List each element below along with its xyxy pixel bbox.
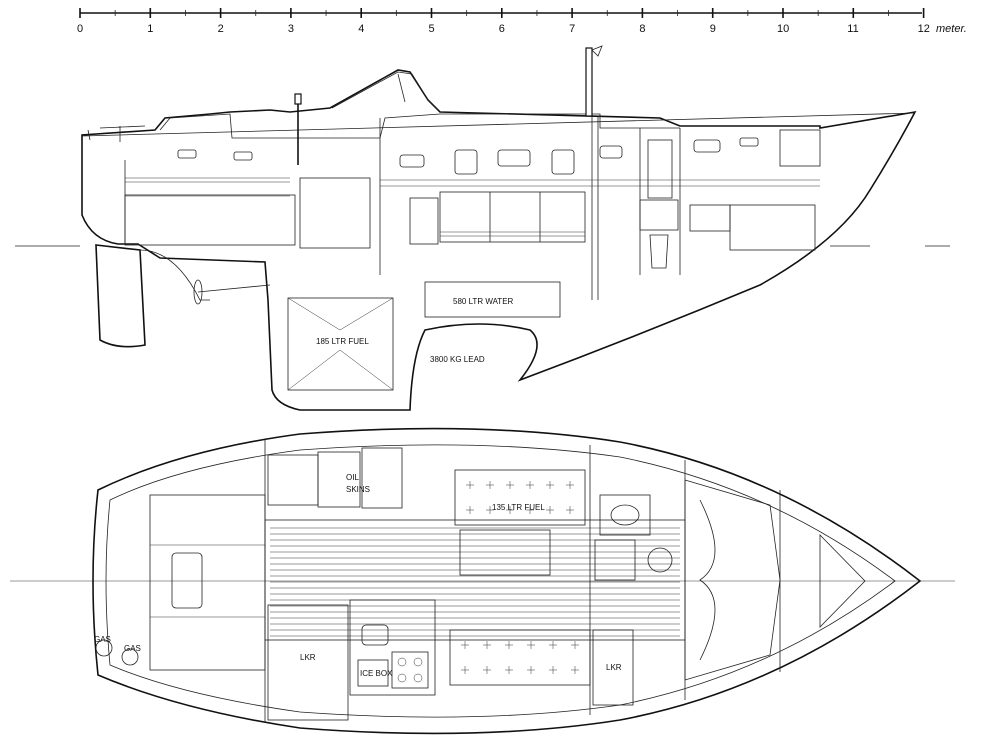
locker-aft-label: LKR — [300, 653, 316, 662]
head-basin — [599, 494, 651, 536]
masthead-flag — [591, 45, 603, 57]
fuel-tank-profile-label: 185 LTR FUEL — [316, 337, 369, 346]
prop-shaft — [197, 284, 271, 293]
fuel-tank-plan-label: 135 LTR FUEL — [492, 503, 545, 512]
scale-unit: meter. — [936, 23, 967, 35]
hull-plan — [92, 427, 922, 735]
gas-bottle-1 — [95, 639, 113, 657]
portlights — [177, 137, 759, 175]
gas-label-1: GAS — [94, 635, 111, 644]
cabin-top — [159, 113, 680, 139]
scale-label: 1 — [147, 23, 153, 35]
saloon-table — [459, 529, 551, 576]
cushion-mark — [505, 666, 513, 674]
cushion-mark — [486, 481, 494, 489]
sheer-line — [81, 112, 916, 137]
cushion-mark — [527, 666, 535, 674]
scale-ticks — [79, 8, 925, 18]
cushion-mark — [466, 506, 474, 514]
settee-port — [449, 629, 591, 686]
plan-view: GAS GAS OIL SKINS LKR ICE BOX 135 LTR FU… — [10, 427, 955, 735]
cushion-mark — [571, 666, 579, 674]
fuel-tank-cross — [287, 297, 394, 391]
gas-bottle-2 — [121, 648, 139, 666]
scale-label: 6 — [499, 23, 505, 35]
cushion-mark — [527, 641, 535, 649]
scale-label: 10 — [777, 23, 789, 35]
mast-stub — [585, 47, 593, 117]
cushion-mark — [486, 506, 494, 514]
shower-grate — [594, 539, 636, 581]
cushion-mark — [526, 506, 534, 514]
stove — [391, 651, 429, 689]
scale-label: 12 — [918, 23, 930, 35]
settee-cushion-marks — [461, 481, 579, 674]
hull-profile — [81, 69, 917, 411]
dodger-strut — [397, 73, 406, 103]
deck-inner-line — [105, 444, 896, 718]
fuel-tank-profile — [287, 297, 394, 391]
gas-label-2: GAS — [124, 644, 141, 653]
water-tank-label: 580 LTR WATER — [453, 297, 514, 306]
scale-label: 11 — [847, 23, 858, 35]
skeg — [139, 249, 210, 301]
cushion-mark — [549, 641, 557, 649]
scale-label: 3 — [288, 23, 294, 35]
scale-label: 9 — [710, 23, 716, 35]
locker-fwd-label: LKR — [606, 663, 622, 672]
cushion-mark — [526, 481, 534, 489]
cushion-mark — [506, 506, 514, 514]
scale-label: 7 — [569, 23, 575, 35]
cushion-mark — [483, 666, 491, 674]
cushion-mark — [566, 481, 574, 489]
stern-pulpit — [87, 125, 146, 142]
cushion-mark — [461, 641, 469, 649]
settee-stbd — [454, 469, 586, 526]
interior-joinery — [124, 118, 821, 275]
cushion-mark — [566, 506, 574, 514]
aft-locker-stbd — [267, 454, 319, 506]
galley-sink — [361, 624, 389, 646]
water-tank — [424, 281, 561, 318]
cushion-mark — [483, 641, 491, 649]
ice-box — [357, 659, 389, 687]
oil-skins-label-2: SKINS — [346, 485, 370, 494]
cushion-mark — [506, 481, 514, 489]
cushion-mark — [466, 481, 474, 489]
oil-skins-locker — [317, 451, 361, 508]
oil-skins-label-1: OIL — [346, 473, 359, 482]
ice-box-label: ICE BOX — [360, 669, 393, 678]
galley — [349, 599, 436, 696]
chain-locker — [819, 534, 866, 628]
toilet — [649, 234, 669, 269]
aft-chart-table — [361, 447, 403, 509]
cushion-mark — [571, 641, 579, 649]
side-profile: 580 LTR WATER 185 LTR FUEL 3800 KG LEAD — [15, 45, 950, 411]
v-berth — [684, 479, 781, 681]
helm-wheel — [294, 93, 302, 105]
rudder — [95, 244, 146, 348]
v-berth-cushion — [699, 499, 716, 661]
aft-lkr-box — [267, 604, 349, 721]
scale-label: 5 — [429, 23, 435, 35]
cockpit — [149, 494, 266, 671]
toilet-plan — [647, 547, 673, 573]
cushion-mark — [546, 481, 554, 489]
dodger — [331, 71, 439, 111]
cushion-mark — [549, 666, 557, 674]
scale-label: 0 — [77, 23, 83, 35]
fwd-lkr-box — [592, 629, 634, 706]
cushion-mark — [461, 666, 469, 674]
cushion-mark — [546, 506, 554, 514]
ballast-label: 3800 KG LEAD — [430, 355, 485, 364]
scale-label: 8 — [639, 23, 645, 35]
cockpit-seat — [171, 552, 203, 609]
scale-label: 4 — [358, 23, 364, 35]
scale-label: 2 — [218, 23, 224, 35]
cushion-mark — [505, 641, 513, 649]
